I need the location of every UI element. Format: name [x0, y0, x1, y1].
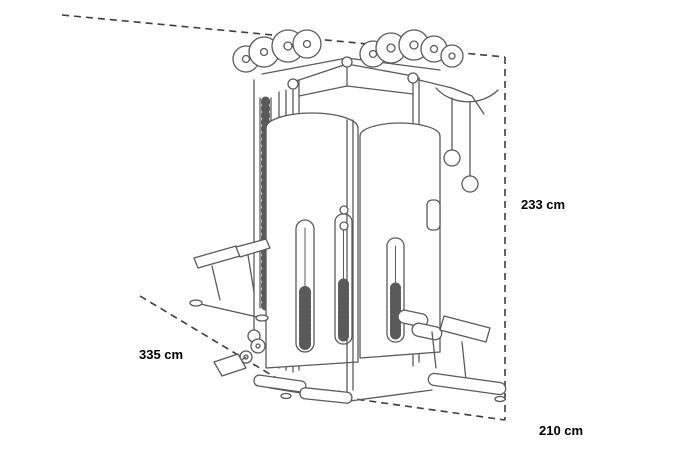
base-frame: [253, 372, 507, 404]
press-arm-assembly: [418, 79, 499, 231]
width-dimension-label: 335 cm: [139, 347, 184, 362]
weight-plates-right: [359, 29, 464, 68]
pulley-top-center: [341, 56, 353, 68]
depth-dimension-label: 210 cm: [539, 423, 584, 438]
weight-shroud-right: [359, 122, 441, 359]
height-dimension-label: 233 cm: [521, 197, 566, 212]
lat-bar: [435, 87, 499, 103]
cable-handle: [461, 175, 479, 193]
weight-shroud-left: [265, 112, 359, 369]
leg-roller: [397, 309, 429, 328]
multi-station-gym: [189, 29, 507, 404]
front-post: [339, 119, 354, 393]
dimension-line-width: [139, 295, 299, 392]
selector-knob: [339, 205, 349, 215]
seat-right: [397, 309, 491, 381]
pulley-top-left: [287, 78, 299, 90]
back-pad: [426, 199, 441, 231]
seat-pad: [439, 315, 491, 343]
leg-roller: [411, 322, 443, 341]
bench-left: [189, 238, 271, 322]
pulley-top-right: [407, 72, 419, 84]
selector-knob: [339, 221, 349, 231]
weight-plates-left: [232, 29, 322, 73]
cable-left: [247, 79, 261, 343]
dimension-line-depth: [297, 390, 506, 421]
cable-handle: [443, 149, 461, 167]
low-pulley-station: [213, 338, 266, 377]
